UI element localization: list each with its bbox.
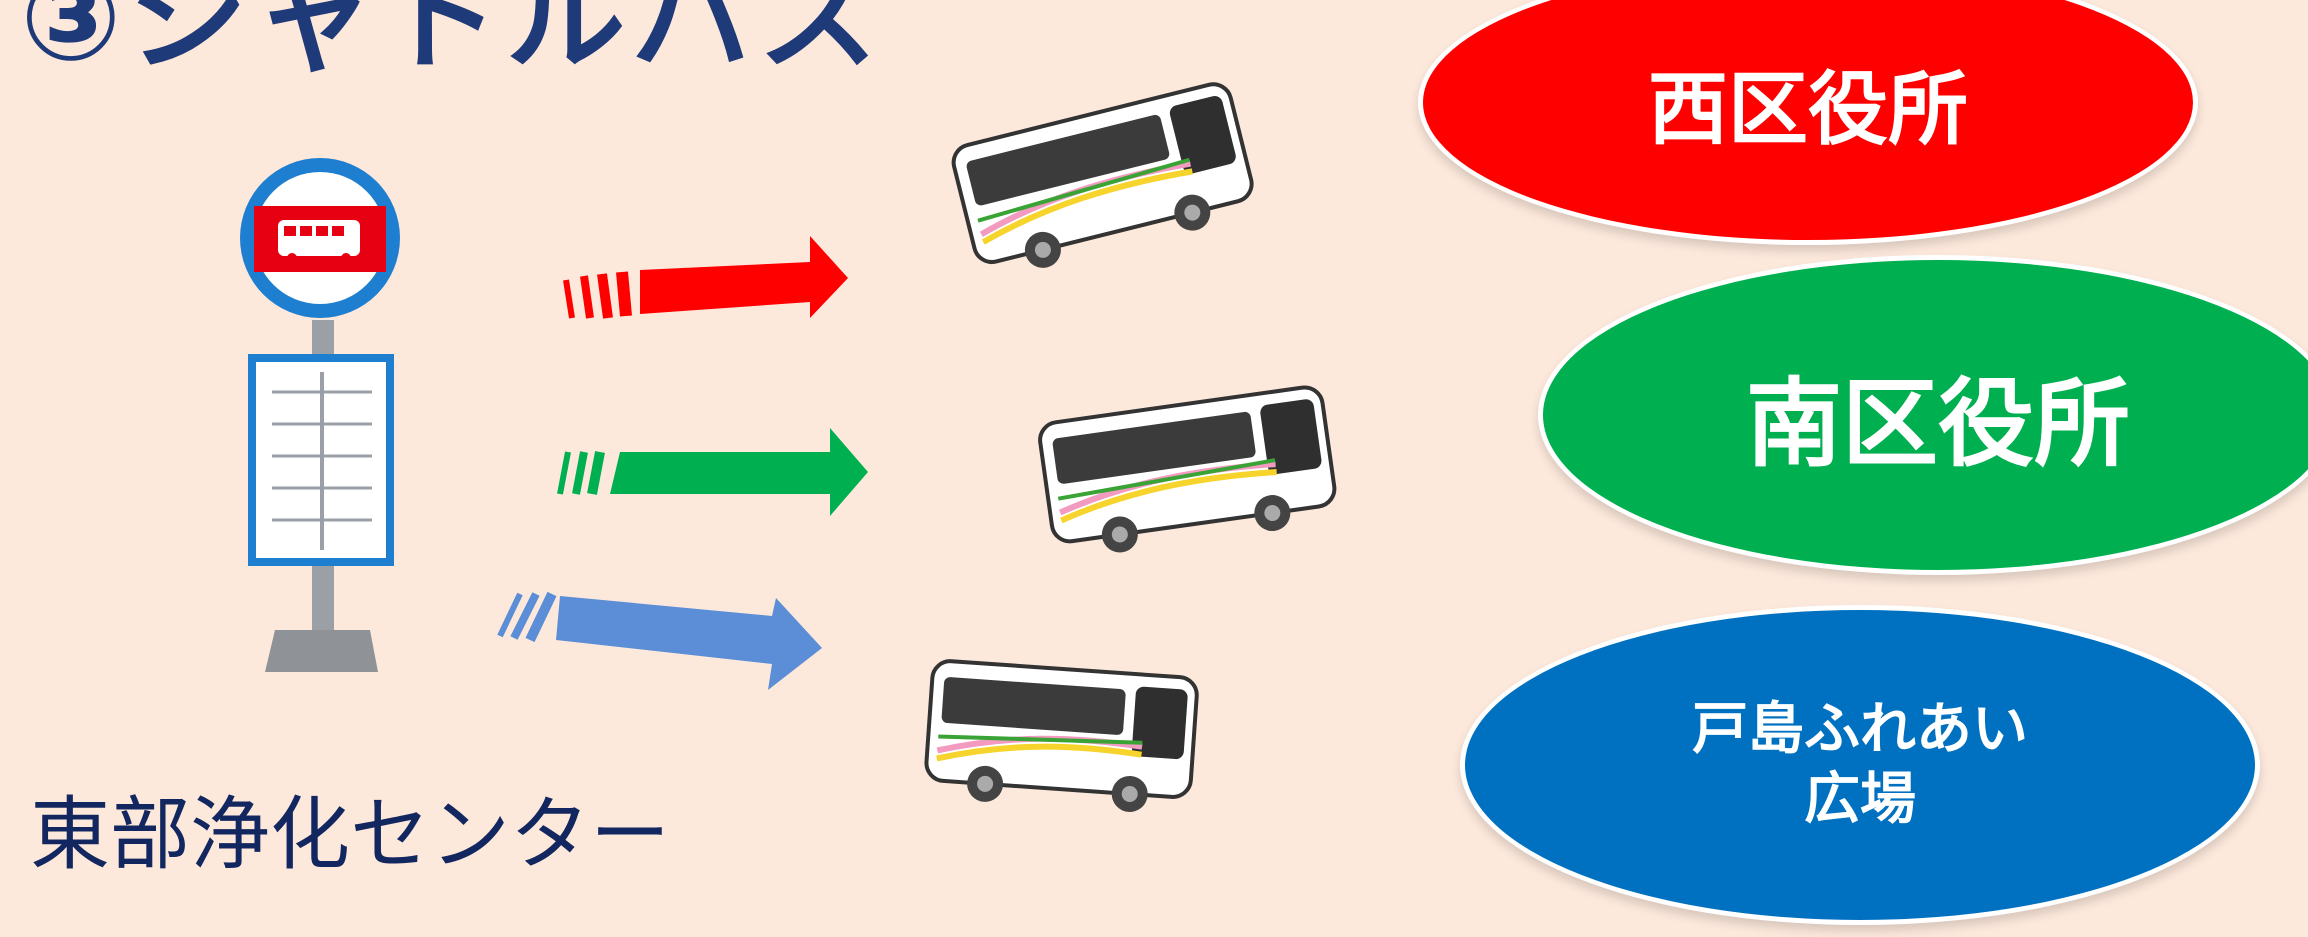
destination-label-line2: 広場: [1692, 765, 2028, 835]
bus-icon: [1038, 385, 1339, 561]
bus-icon: [924, 660, 1198, 816]
destination-label: 南区役所: [1746, 346, 2130, 485]
bus-stop-label: 東部浄化センター: [30, 770, 670, 886]
destination-minami-ward-office: 南区役所: [1538, 255, 2308, 575]
bus-icon: [950, 80, 1260, 283]
arrow-icon: [500, 594, 822, 690]
destination-label: 西区役所: [1648, 45, 1968, 161]
bus-stop-sign-icon: [240, 158, 400, 672]
arrow-icon: [560, 428, 868, 516]
destination-label-line1: 戸島ふれあい: [1692, 695, 2028, 765]
destination-toshima-plaza: 戸島ふれあい 広場: [1460, 605, 2260, 925]
arrow-icon: [566, 236, 848, 318]
